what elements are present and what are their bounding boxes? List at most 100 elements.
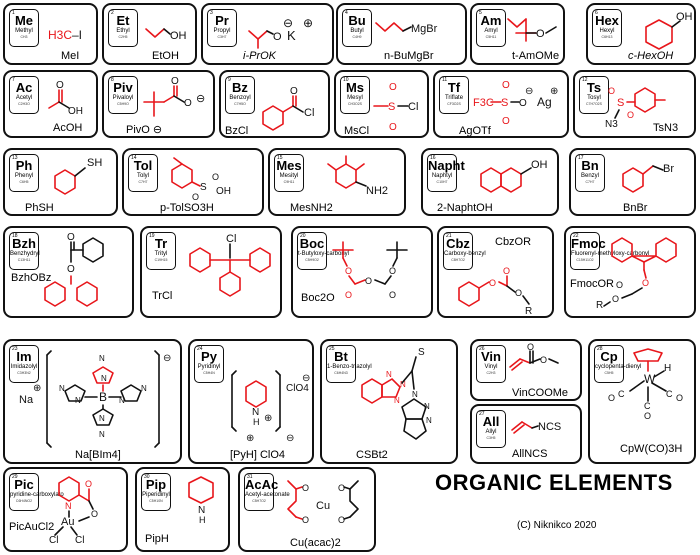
svg-text:⊖: ⊖ <box>525 86 533 97</box>
structure-cbz-ester: O O O R <box>458 266 532 317</box>
svg-text:O: O <box>536 28 545 40</box>
compound-label: AllNCS <box>512 448 548 460</box>
svg-text:O: O <box>91 509 98 519</box>
svg-text:⊖: ⊖ <box>196 93 205 105</box>
compound-label: MsCl <box>344 125 370 137</box>
structure-methyl-iodide: H3C–I <box>48 28 82 42</box>
svg-text:N: N <box>75 396 81 405</box>
svg-text:O: O <box>302 515 309 525</box>
compound-label: CpW(CO)3H <box>620 443 683 455</box>
svg-text:N: N <box>394 396 400 405</box>
svg-text:F3C: F3C <box>473 97 494 109</box>
structure-2-naphthol: OH <box>480 159 548 193</box>
svg-text:⊖: ⊖ <box>286 433 294 444</box>
compound-label: AcOH <box>53 122 83 134</box>
svg-text:N: N <box>400 380 406 389</box>
compound-label: TrCl <box>152 290 173 302</box>
compound-label: t-AmOMe <box>512 50 560 62</box>
svg-text:⊖: ⊖ <box>302 373 310 384</box>
svg-text:⊕: ⊕ <box>303 16 313 30</box>
svg-text:O: O <box>338 483 345 493</box>
svg-text:Cl: Cl <box>49 535 58 546</box>
structure-benzhydryl-benzoate: O O <box>44 232 104 307</box>
svg-text:O: O <box>644 411 651 421</box>
svg-text:O: O <box>489 278 496 288</box>
svg-text:O: O <box>365 276 372 286</box>
svg-text:O: O <box>627 110 634 120</box>
structure-silver-triflate: F3C S OO O Ag ⊖⊕ <box>473 80 558 127</box>
svg-text:O: O <box>608 86 615 96</box>
svg-text:N: N <box>119 396 125 405</box>
svg-text:SH: SH <box>87 157 102 169</box>
svg-text:O: O <box>608 393 615 403</box>
svg-text:Na: Na <box>19 394 34 406</box>
svg-text:O: O <box>503 266 510 276</box>
svg-text:O: O <box>502 80 510 91</box>
svg-text:O: O <box>273 31 282 43</box>
structure-ethanol: OH <box>145 28 187 42</box>
svg-text:O: O <box>642 278 649 288</box>
compound-label: Boc2O <box>301 292 335 304</box>
svg-text:R: R <box>525 306 532 317</box>
svg-text:O: O <box>389 122 397 133</box>
svg-text:B: B <box>99 390 107 404</box>
svg-text:H: H <box>664 363 671 374</box>
svg-text:C: C <box>666 389 673 399</box>
structure-isopropoxide: O K ⊖ ⊕ <box>248 16 313 49</box>
compound-label: AgOTf <box>459 125 491 137</box>
svg-text:N: N <box>141 384 147 393</box>
svg-text:N: N <box>99 430 105 439</box>
svg-text:N: N <box>386 370 392 379</box>
credit-text: (C) Niknikco 2020 <box>517 520 597 531</box>
svg-text:R: R <box>596 300 603 311</box>
svg-text:ClO4: ClO4 <box>286 383 309 394</box>
svg-text:O: O <box>345 266 352 276</box>
structure-thiocarbonyl-bis-benzotriazole: S NNN NNN <box>361 347 432 440</box>
svg-text:N3: N3 <box>605 119 618 130</box>
svg-text:OH: OH <box>68 106 83 117</box>
svg-text:O: O <box>302 483 309 493</box>
svg-text:H3C: H3C <box>48 28 72 42</box>
structure-cyclopentadienyl-tungsten-hydride: WH C C C OOO <box>608 348 683 421</box>
structure-cyclohexanol: OH <box>645 11 693 50</box>
svg-text:S: S <box>418 347 425 358</box>
svg-text:⊕: ⊕ <box>264 413 272 424</box>
svg-text:W: W <box>644 372 656 386</box>
svg-text:Cl: Cl <box>226 233 236 245</box>
compound-label: PhSH <box>25 202 54 214</box>
compound-label: PivO ⊖ <box>126 124 163 136</box>
compound-label: i-PrOK <box>243 50 276 62</box>
structure-mesitylamine: NH2 <box>327 155 388 197</box>
svg-text:N: N <box>424 402 430 411</box>
svg-text:O: O <box>212 172 219 182</box>
svg-text:⊖: ⊖ <box>163 353 171 364</box>
structure-benzoyl-chloride: O Cl <box>262 86 314 131</box>
svg-text:H: H <box>253 417 260 427</box>
svg-text:S: S <box>388 101 395 113</box>
structure-toluenesulfonic-acid: SOO OH <box>171 157 231 202</box>
